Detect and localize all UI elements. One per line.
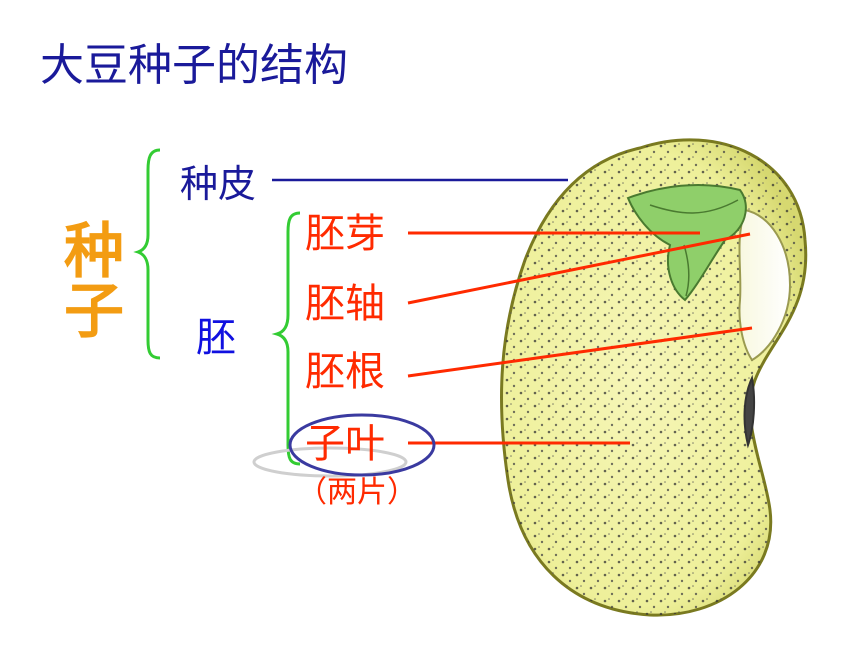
seed-coat-label: 种皮: [180, 162, 257, 206]
cotyledon-note: （两片）: [297, 475, 417, 510]
plumule-label: 胚芽: [305, 211, 385, 257]
radicle-label: 胚根: [305, 349, 385, 395]
seed-label: 种子: [64, 217, 124, 347]
hypocotyl-label: 胚轴: [305, 281, 385, 327]
cotyledon-highlight-ellipse: [288, 413, 436, 477]
embryo-brace: [271, 211, 301, 466]
plumule-leaves: [626, 183, 747, 302]
cotyledon-label: 子叶: [305, 421, 385, 467]
radicle-line: [407, 326, 753, 378]
seed-brace: [133, 148, 161, 360]
embryo-label: 胚: [196, 315, 236, 361]
hypocotyl-line: [407, 232, 751, 305]
cotyledon-shadow-ellipse: [252, 446, 408, 478]
page-title: 大豆种子的结构: [40, 40, 348, 91]
hilum: [743, 374, 756, 449]
radicle-region: [738, 208, 792, 362]
